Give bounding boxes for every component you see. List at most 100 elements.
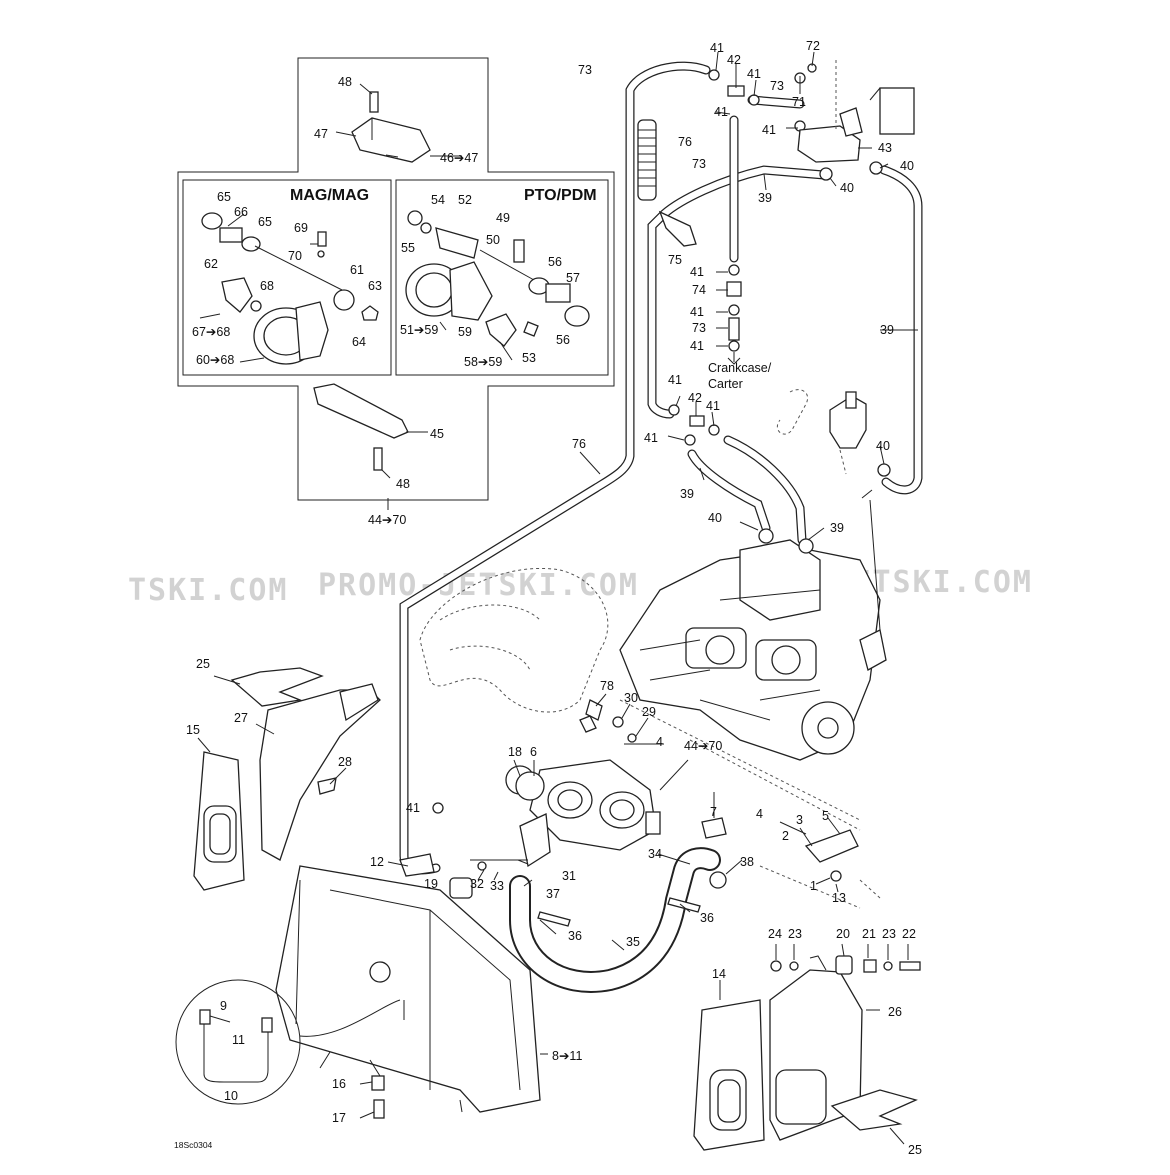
label-65: 65 (217, 190, 231, 204)
label-36: 36 (568, 929, 582, 943)
crankcase-hose-fittings (658, 210, 742, 365)
label-14: 14 (712, 967, 726, 981)
label-10: 10 (224, 1089, 238, 1103)
label-5: 5 (822, 809, 829, 823)
throttle-bodies (505, 699, 727, 851)
label-18: 18 (508, 745, 522, 759)
watermark-text-2: PROMO-JETSKI.COM (318, 568, 639, 603)
cover-26 (769, 969, 863, 1141)
label-32: 32 (470, 877, 484, 891)
label-41: 41 (406, 801, 420, 815)
label-44-70: 44➔70 (684, 739, 722, 753)
label-46-47: 46➔47 (440, 151, 478, 165)
label-44-70: 44➔70 (368, 513, 406, 527)
label-57: 57 (566, 271, 580, 285)
label-71: 71 (792, 95, 806, 109)
cover-27 (259, 683, 381, 861)
label-62: 62 (204, 257, 218, 271)
pto-throttle-body (405, 210, 590, 347)
label-39: 39 (758, 191, 772, 205)
label-49: 49 (496, 211, 510, 225)
crankcase-note: Crankcase/ (708, 361, 772, 375)
vent-15 (193, 751, 245, 891)
label-41: 41 (668, 373, 682, 387)
label-28: 28 (338, 755, 352, 769)
label-33: 33 (490, 879, 504, 893)
label-41: 41 (644, 431, 658, 445)
label-26: 26 (888, 1005, 902, 1019)
label-67-68: 67➔68 (192, 325, 230, 339)
label-1: 1 (810, 879, 817, 893)
label-69: 69 (294, 221, 308, 235)
label-47: 47 (314, 127, 328, 141)
label-61: 61 (350, 263, 364, 277)
label-40: 40 (840, 181, 854, 195)
pto-inset-title: PTO/PDM (524, 187, 597, 204)
label-73: 73 (692, 321, 706, 335)
carter-note: Carter (708, 377, 743, 391)
label-13: 13 (832, 891, 846, 905)
label-4: 4 (756, 807, 763, 821)
pto-inset-box (395, 179, 609, 376)
label-48: 48 (396, 477, 410, 491)
label-41: 41 (690, 305, 704, 319)
label-7: 7 (710, 805, 717, 819)
label-16: 16 (332, 1077, 346, 1091)
label-6: 6 (530, 745, 537, 759)
label-35: 35 (626, 935, 640, 949)
label-73: 73 (770, 79, 784, 93)
label-59: 59 (458, 325, 472, 339)
label-64: 64 (352, 335, 366, 349)
label-39: 39 (830, 521, 844, 535)
part-labels: 48 47 46➔47 65 66 65 69 70 62 68 61 63 6… (174, 39, 922, 1157)
label-66: 66 (234, 205, 248, 219)
label-21: 21 (862, 927, 876, 941)
label-8-11: 8➔11 (552, 1049, 582, 1063)
label-15: 15 (186, 723, 200, 737)
oil-separator-fittings (668, 404, 720, 446)
watermark: TSKI.COM PROMO-JETSKI.COM PROMO-JETSKI.C… (128, 565, 1031, 608)
label-73: 73 (578, 63, 592, 77)
mag-inset-title: MAG/MAG (290, 187, 369, 204)
label-56: 56 (548, 255, 562, 269)
label-60-68: 60➔68 (196, 353, 234, 367)
exhaust-manifold-phantom (419, 568, 609, 713)
label-11: 11 (232, 1033, 245, 1047)
engine-block (619, 499, 887, 761)
label-36: 36 (700, 911, 714, 925)
mount-hardware (770, 955, 921, 975)
label-41: 41 (706, 399, 720, 413)
label-38: 38 (740, 855, 754, 869)
label-58-59: 58➔59 (464, 355, 502, 369)
label-76: 76 (572, 437, 586, 451)
bracket-47 (335, 83, 462, 163)
label-31: 31 (562, 869, 576, 883)
label-75: 75 (668, 253, 682, 267)
label-78: 78 (600, 679, 614, 693)
label-34: 34 (648, 847, 662, 861)
label-53: 53 (522, 351, 536, 365)
bracket-45 (313, 383, 428, 479)
label-40: 40 (876, 439, 890, 453)
label-55: 55 (401, 241, 415, 255)
label-76: 76 (678, 135, 692, 149)
label-24: 24 (768, 927, 782, 941)
label-40: 40 (708, 511, 722, 525)
watermark-text-1: TSKI.COM (128, 573, 289, 608)
label-41: 41 (690, 339, 704, 353)
support-bracket (619, 699, 881, 909)
label-23: 23 (882, 927, 896, 941)
fittings-top (708, 60, 915, 181)
label-70: 70 (288, 249, 302, 263)
air-intake-hose (470, 813, 727, 993)
label-50: 50 (486, 233, 500, 247)
label-22: 22 (902, 927, 916, 941)
airbox (275, 853, 541, 1119)
label-41: 41 (714, 105, 728, 119)
label-51-59: 51➔59 (400, 323, 438, 337)
leader-lines (197, 51, 918, 1145)
label-43: 43 (878, 141, 892, 155)
label-65: 65 (258, 215, 272, 229)
